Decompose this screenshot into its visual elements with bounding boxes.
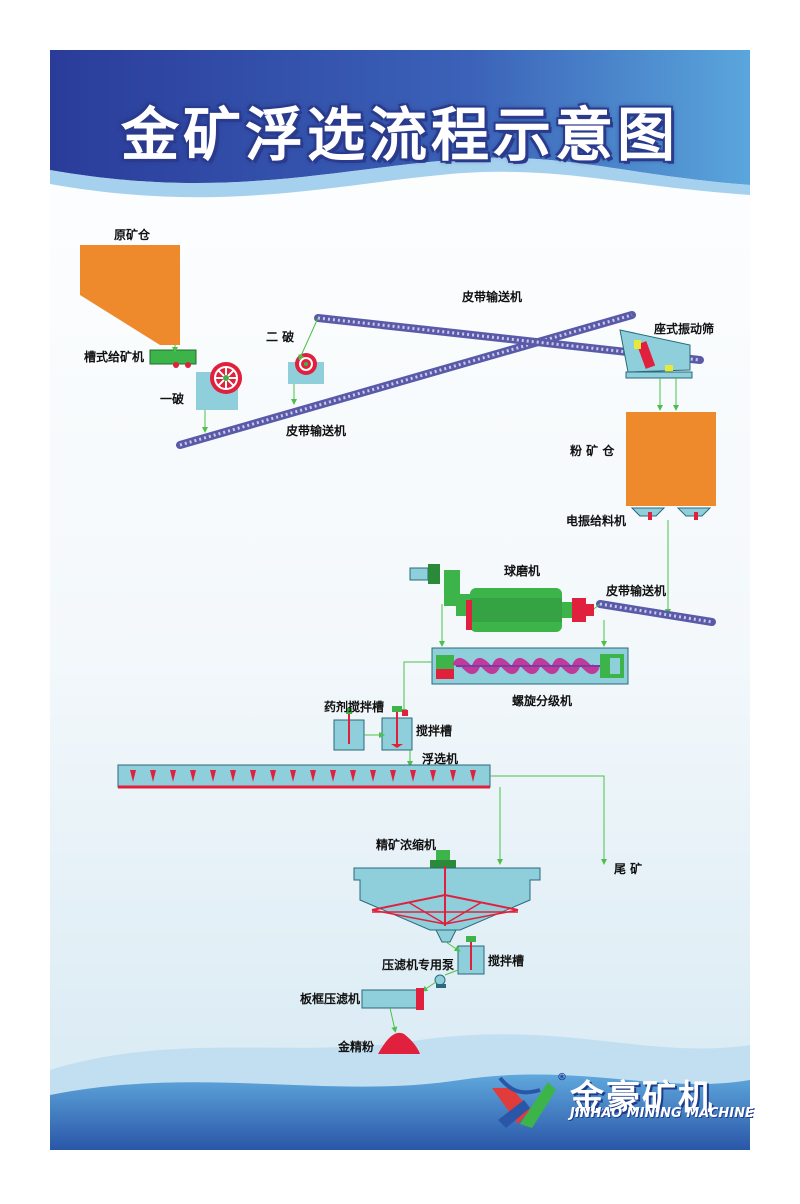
- footer-wave-dark: [50, 1074, 750, 1150]
- page-title: 金矿浮选流程示意图: [120, 101, 679, 169]
- reagent-mixing-tank: [333, 708, 365, 751]
- label-flotation-machine: 浮选机: [422, 752, 459, 766]
- label-ball-mill: 球磨机: [504, 564, 541, 578]
- label-filter-press-pump: 压滤机专用泵: [382, 958, 455, 972]
- filter-press-pump: [434, 974, 446, 988]
- label-secondary-crusher: 二 破: [266, 330, 295, 344]
- brand-name-en: JINHAO MINING MACHINE: [570, 1106, 754, 1121]
- brand-registered-mark: ®: [557, 1072, 567, 1083]
- brand-name: 金豪矿机: [570, 1078, 714, 1118]
- label-belt-conveyor-upper: 皮带输送机: [462, 290, 523, 304]
- label-spiral-classifier: 螺旋分级机: [512, 694, 573, 708]
- label-trough-feeder: 槽式给矿机: [84, 350, 145, 364]
- label-agitation-tank: 搅拌槽: [416, 724, 453, 738]
- agitation-tank-2: [457, 936, 485, 975]
- label-thickener: 精矿浓缩机: [376, 838, 437, 852]
- label-primary-crusher: 一破: [160, 392, 185, 406]
- header-wave: [50, 157, 750, 198]
- concentrate-thickener: [353, 850, 541, 943]
- label-gold-concentrate: 金精粉: [338, 1040, 375, 1054]
- label-belt-conveyor-lower: 皮带输送机: [286, 424, 347, 438]
- vibro-feeders: [630, 507, 712, 520]
- panel-background: [50, 50, 750, 1150]
- vibrating-screen: [619, 329, 693, 379]
- label-agitation-tank-2: 搅拌槽: [488, 954, 525, 968]
- plate-frame-filter-press: [361, 988, 424, 1010]
- raw-ore-bin: [80, 245, 180, 345]
- flotation-machine: [117, 764, 491, 789]
- label-belt-conveyor-mill: 皮带输送机: [606, 584, 667, 598]
- agitation-tank: [381, 706, 413, 751]
- brand-logo-mark: [492, 1076, 556, 1128]
- label-reagent-tank: 药剂搅拌槽: [324, 700, 385, 714]
- powder-ore-bin: [626, 412, 716, 506]
- label-tailings: 尾 矿: [614, 862, 643, 876]
- label-filter-press: 板框压滤机: [300, 992, 361, 1006]
- trough-feeder: [149, 349, 197, 365]
- label-raw-ore-bin: 原矿仓: [114, 228, 151, 242]
- ball-mill: [409, 564, 594, 632]
- label-vibrating-screen: 座式振动筛: [654, 322, 715, 336]
- label-powder-ore-bin: 粉 矿 仓: [570, 444, 615, 458]
- belt-conveyor-lower: [176, 311, 636, 449]
- belt-conveyor-mill: [596, 600, 716, 626]
- gold-concentrate-pile: [378, 1032, 420, 1054]
- spiral-classifier: [431, 647, 629, 685]
- header-band: [50, 50, 750, 185]
- label-vibro-feeder: 电振给料机: [566, 514, 627, 528]
